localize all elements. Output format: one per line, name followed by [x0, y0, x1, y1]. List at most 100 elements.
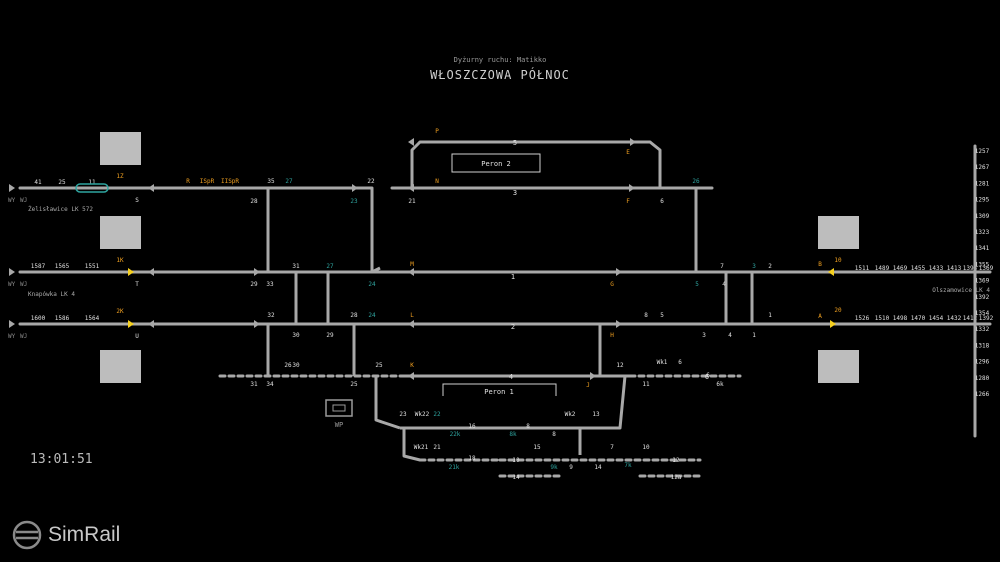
- station-signal-label: N: [435, 178, 439, 185]
- switch-label: 27: [326, 263, 334, 270]
- siding-label: Wk2: [565, 411, 576, 418]
- siding-label: 13: [592, 411, 600, 418]
- switch-label: 6: [678, 359, 682, 366]
- switch-label: 7: [720, 263, 724, 270]
- station-signal-label: J: [586, 382, 590, 389]
- block-number: 1600: [31, 315, 46, 322]
- block-number: 1393: [963, 265, 978, 272]
- switch-label: 26: [284, 362, 292, 369]
- switch-label: 1: [752, 332, 756, 339]
- siding-label: 15: [533, 444, 541, 451]
- station-signal-label: K: [410, 362, 414, 369]
- block-number: 1413: [947, 265, 962, 272]
- entry-label: WJ: [20, 281, 27, 288]
- switch-label: 32: [267, 312, 275, 319]
- simrail-logo-text: SimRail: [48, 523, 121, 546]
- block-number: 1454: [929, 315, 944, 322]
- switch-label: 22: [367, 178, 375, 185]
- right-block-number: 1296: [975, 359, 990, 366]
- signal-label: S: [135, 197, 139, 204]
- block-number: 1412: [963, 315, 978, 322]
- signal-arrow-icon: [616, 268, 622, 276]
- switch-label: 25: [375, 362, 383, 369]
- block-number: 1564: [85, 315, 100, 322]
- signal-label: T: [135, 281, 139, 288]
- switch-label: 30: [292, 362, 300, 369]
- clock: 13:01:51: [30, 452, 93, 467]
- signal-label: IISpR: [221, 178, 239, 185]
- switch-label: 28: [350, 312, 358, 319]
- signal-label: A: [818, 313, 822, 320]
- block-number: 1551: [85, 263, 100, 270]
- right-block-number: 1392: [975, 294, 990, 301]
- block-number: 1432: [947, 315, 962, 322]
- station-signal-label: F: [626, 198, 630, 205]
- block-section-box[interactable]: [818, 216, 859, 249]
- right-block-number: 1266: [975, 391, 990, 398]
- track-segment: [371, 266, 381, 274]
- block-number: 1489: [875, 265, 890, 272]
- entry-label: WJ: [20, 333, 27, 340]
- switch-label: 27: [285, 178, 293, 185]
- siding-label: 9: [569, 464, 573, 471]
- right-block-number: 1332: [975, 326, 990, 333]
- siding-label: 22k: [450, 431, 461, 438]
- switch-label: 2: [768, 263, 772, 270]
- exit-label: WY: [8, 197, 16, 204]
- switch-label: 30: [292, 332, 300, 339]
- siding-label: 21: [433, 444, 441, 451]
- block-section-box[interactable]: [100, 132, 141, 165]
- switch-label: 11: [642, 381, 650, 388]
- station-signal-label: H: [610, 332, 614, 339]
- right-block-number: 1309: [975, 213, 990, 220]
- signal-arrow-icon: [408, 372, 414, 380]
- signal-arrow-icon: [9, 320, 15, 328]
- siding-label: 14: [512, 474, 520, 481]
- station-title: WŁOSZCZOWA PÓŁNOC: [430, 68, 570, 82]
- signal-label: 1K: [116, 257, 124, 264]
- direction-label: Olszamowice LK 4: [932, 287, 990, 294]
- station-signal-label: M: [410, 261, 414, 268]
- signal-label: 2K: [116, 308, 124, 315]
- siding-label: 22: [433, 411, 441, 418]
- block-number: 1586: [55, 315, 70, 322]
- switch-label: 24: [368, 312, 376, 319]
- switch-label: 25: [350, 381, 358, 388]
- siding-label: 16: [468, 423, 476, 430]
- platform-1: [442, 383, 557, 396]
- block-section-box[interactable]: [100, 216, 141, 249]
- track-segment: [490, 375, 627, 430]
- signal-arrow-icon: [9, 184, 15, 192]
- signal-arrow-icon: [254, 268, 260, 276]
- siding-label: Wk21: [414, 444, 429, 451]
- track-number: 1: [511, 273, 515, 281]
- platform-2-label: Peron 2: [481, 160, 511, 168]
- track-number: 4: [509, 373, 513, 381]
- station-signal-label: P: [435, 128, 439, 135]
- block-number: 1392: [979, 315, 994, 322]
- entry-label: WJ: [20, 197, 27, 204]
- switch-label: 1: [768, 312, 772, 319]
- switch-label: 26: [692, 178, 700, 185]
- right-block-number: 1295: [975, 197, 990, 204]
- direction-label: Żelisławice LK 572: [28, 206, 93, 213]
- siding-label: 21k: [449, 464, 460, 471]
- block-number: 41: [34, 179, 42, 186]
- block-number: 1469: [893, 265, 908, 272]
- block-number: 11: [88, 179, 96, 186]
- signal-label: ISpR: [200, 178, 215, 185]
- simrail-logo-icon: [12, 520, 42, 550]
- signal-arrow-icon: [148, 268, 154, 276]
- switch-label: 29: [250, 281, 258, 288]
- block-section-box[interactable]: [100, 350, 141, 383]
- switch-label: 12: [616, 362, 624, 369]
- control-box-icon: [325, 399, 353, 417]
- block-section-box[interactable]: [818, 350, 859, 383]
- signal-arrow-icon: [128, 268, 134, 276]
- signal-arrow-icon: [128, 320, 134, 328]
- dispatcher-label: Dyżurny ruchu: Matikko: [453, 56, 547, 64]
- switch-label: 6: [706, 372, 710, 379]
- signal-arrow-icon: [629, 184, 635, 192]
- track-number: 5: [513, 139, 517, 147]
- switch-label: 5: [695, 281, 699, 288]
